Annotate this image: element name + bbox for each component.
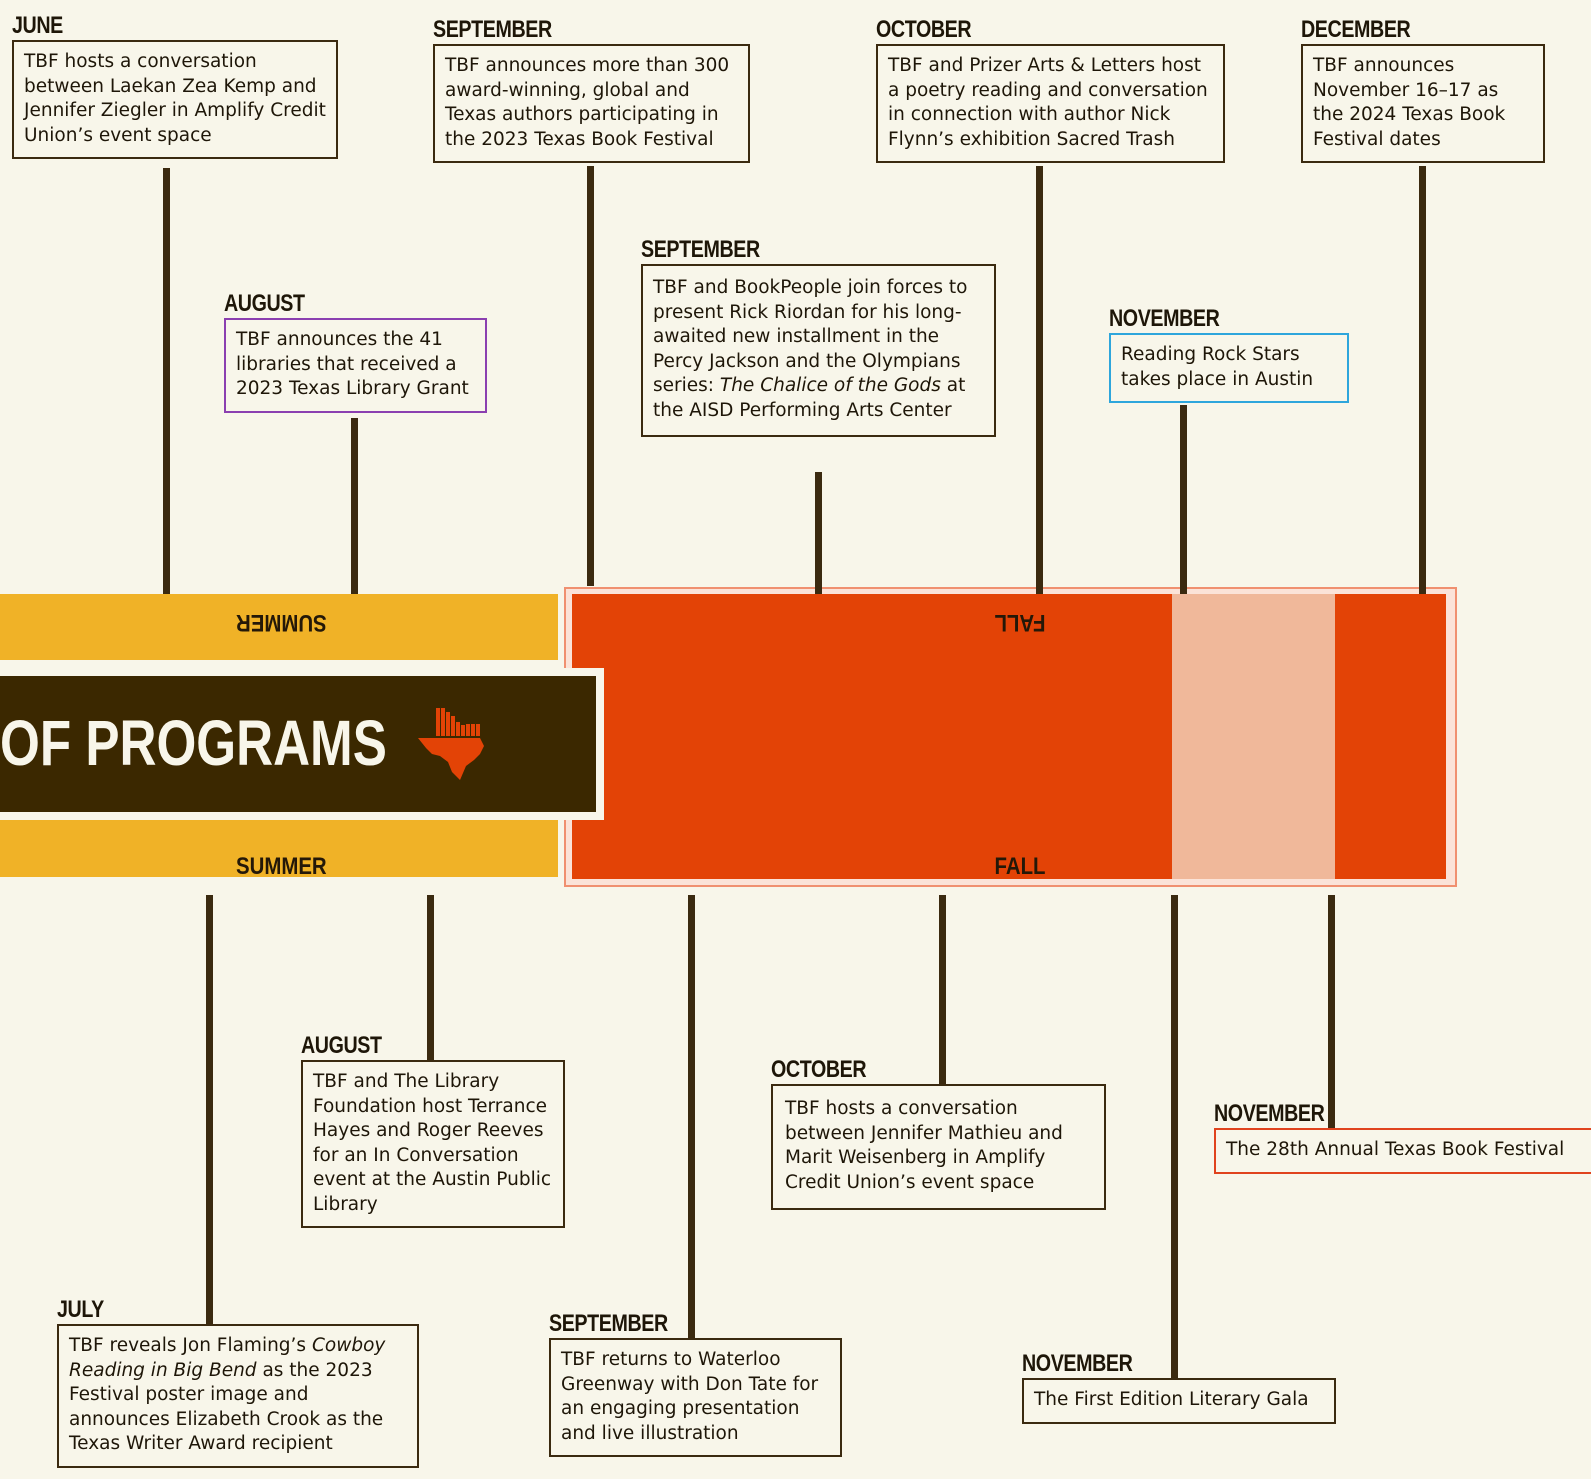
event-description: TBF reveals Jon Flaming’s Cowboy Reading… <box>57 1324 419 1468</box>
season-label-fall-top: FALL <box>994 609 1046 636</box>
event-description: The 28th Annual Texas Book Festival <box>1214 1128 1591 1174</box>
summer-band-bottom <box>0 810 558 877</box>
summer-band-top <box>0 594 558 660</box>
event-description: Reading Rock Stars takes place in Austin <box>1109 333 1349 403</box>
event-month: SEPTEMBER <box>641 236 760 263</box>
stem-june <box>163 168 170 594</box>
event-description: TBF announces more than 300 award-winnin… <box>433 44 750 163</box>
stem-september-top <box>587 166 594 586</box>
event-description: TBF hosts a conversation between Jennife… <box>771 1084 1106 1210</box>
event-august-grant: AUGUST TBF announces the 41 libraries th… <box>224 290 487 413</box>
event-december: DECEMBER TBF announces November 16–17 as… <box>1301 16 1545 163</box>
event-month: NOVEMBER <box>1022 1350 1133 1377</box>
event-month: NOVEMBER <box>1109 305 1220 332</box>
stem-august-top <box>351 418 358 594</box>
event-october-mathieu: OCTOBER TBF hosts a conversation between… <box>771 1056 1106 1210</box>
event-month: OCTOBER <box>771 1056 867 1083</box>
event-august-library-foundation: AUGUST TBF and The Library Foundation ho… <box>301 1032 565 1228</box>
event-november-festival: NOVEMBER The 28th Annual Texas Book Fest… <box>1214 1100 1591 1174</box>
stem-december <box>1419 166 1426 594</box>
event-description: TBF and The Library Foundation host Terr… <box>301 1060 565 1228</box>
stem-october-top <box>1036 166 1043 594</box>
stem-october-bottom <box>939 895 946 1085</box>
event-description: TBF announces November 16–17 as the 2024… <box>1301 44 1545 163</box>
event-june: JUNE TBF hosts a conversation between La… <box>12 12 338 159</box>
event-description: TBF and Prizer Arts & Letters host a poe… <box>876 44 1225 163</box>
event-september-waterloo: SEPTEMBER TBF returns to Waterloo Greenw… <box>549 1310 842 1457</box>
banner-title: OF PROGRAMS <box>0 707 387 779</box>
stem-november-festival <box>1328 895 1335 1130</box>
season-label-summer-bottom: SUMMER <box>236 853 327 880</box>
event-september-authors: SEPTEMBER TBF announces more than 300 aw… <box>433 16 750 163</box>
season-label-fall-bottom: FALL <box>994 853 1046 880</box>
stem-september-rr <box>815 472 822 594</box>
stem-september-bottom <box>688 895 695 1340</box>
event-november-gala: NOVEMBER The First Edition Literary Gala <box>1022 1350 1336 1424</box>
artwork-title: Cowboy Reading in Big Bend <box>69 1335 386 1381</box>
event-month: AUGUST <box>224 290 305 317</box>
text-part: as the 2023 Festival poster image and an… <box>69 1359 384 1455</box>
event-description: TBF hosts a conversation between Laekan … <box>12 40 338 159</box>
text-part: TBF reveals Jon Flaming’s <box>69 1335 312 1356</box>
fall-band-light-segment <box>1172 594 1335 879</box>
event-month: SEPTEMBER <box>549 1310 668 1337</box>
texas-books-logo-icon <box>418 708 484 780</box>
event-month: OCTOBER <box>876 16 972 43</box>
title-banner-inner: OF PROGRAMS <box>0 676 596 812</box>
stem-july <box>206 895 213 1325</box>
event-month: JUNE <box>12 12 63 39</box>
event-description: TBF returns to Waterloo Greenway with Do… <box>549 1338 842 1457</box>
event-october-poetry: OCTOBER TBF and Prizer Arts & Letters ho… <box>876 16 1225 163</box>
event-month: AUGUST <box>301 1032 382 1059</box>
text-part: TBF and BookPeople join forces to presen… <box>653 277 968 396</box>
fall-band <box>572 594 1172 879</box>
book-title: The Chalice of the Gods <box>719 375 941 396</box>
event-description: TBF announces the 41 libraries that rece… <box>224 318 487 413</box>
stem-november-top <box>1180 405 1187 594</box>
season-label-summer-top: SUMMER <box>236 609 327 636</box>
event-july-poster: JULY TBF reveals Jon Flaming’s Cowboy Re… <box>57 1296 419 1468</box>
stem-november-gala <box>1171 895 1178 1380</box>
event-month: JULY <box>57 1296 104 1323</box>
event-month: NOVEMBER <box>1214 1100 1325 1127</box>
event-september-riordan: SEPTEMBER TBF and BookPeople join forces… <box>641 236 996 437</box>
event-description: TBF and BookPeople join forces to presen… <box>641 264 996 437</box>
event-november-rockstars: NOVEMBER Reading Rock Stars takes place … <box>1109 305 1349 403</box>
event-month: SEPTEMBER <box>433 16 552 43</box>
fall-band-end-segment <box>1335 594 1446 879</box>
text-part: at the AISD Performing Arts Center <box>653 375 966 421</box>
event-month: DECEMBER <box>1301 16 1411 43</box>
event-description: The First Edition Literary Gala <box>1022 1378 1336 1424</box>
stem-august-bottom <box>427 895 434 1063</box>
